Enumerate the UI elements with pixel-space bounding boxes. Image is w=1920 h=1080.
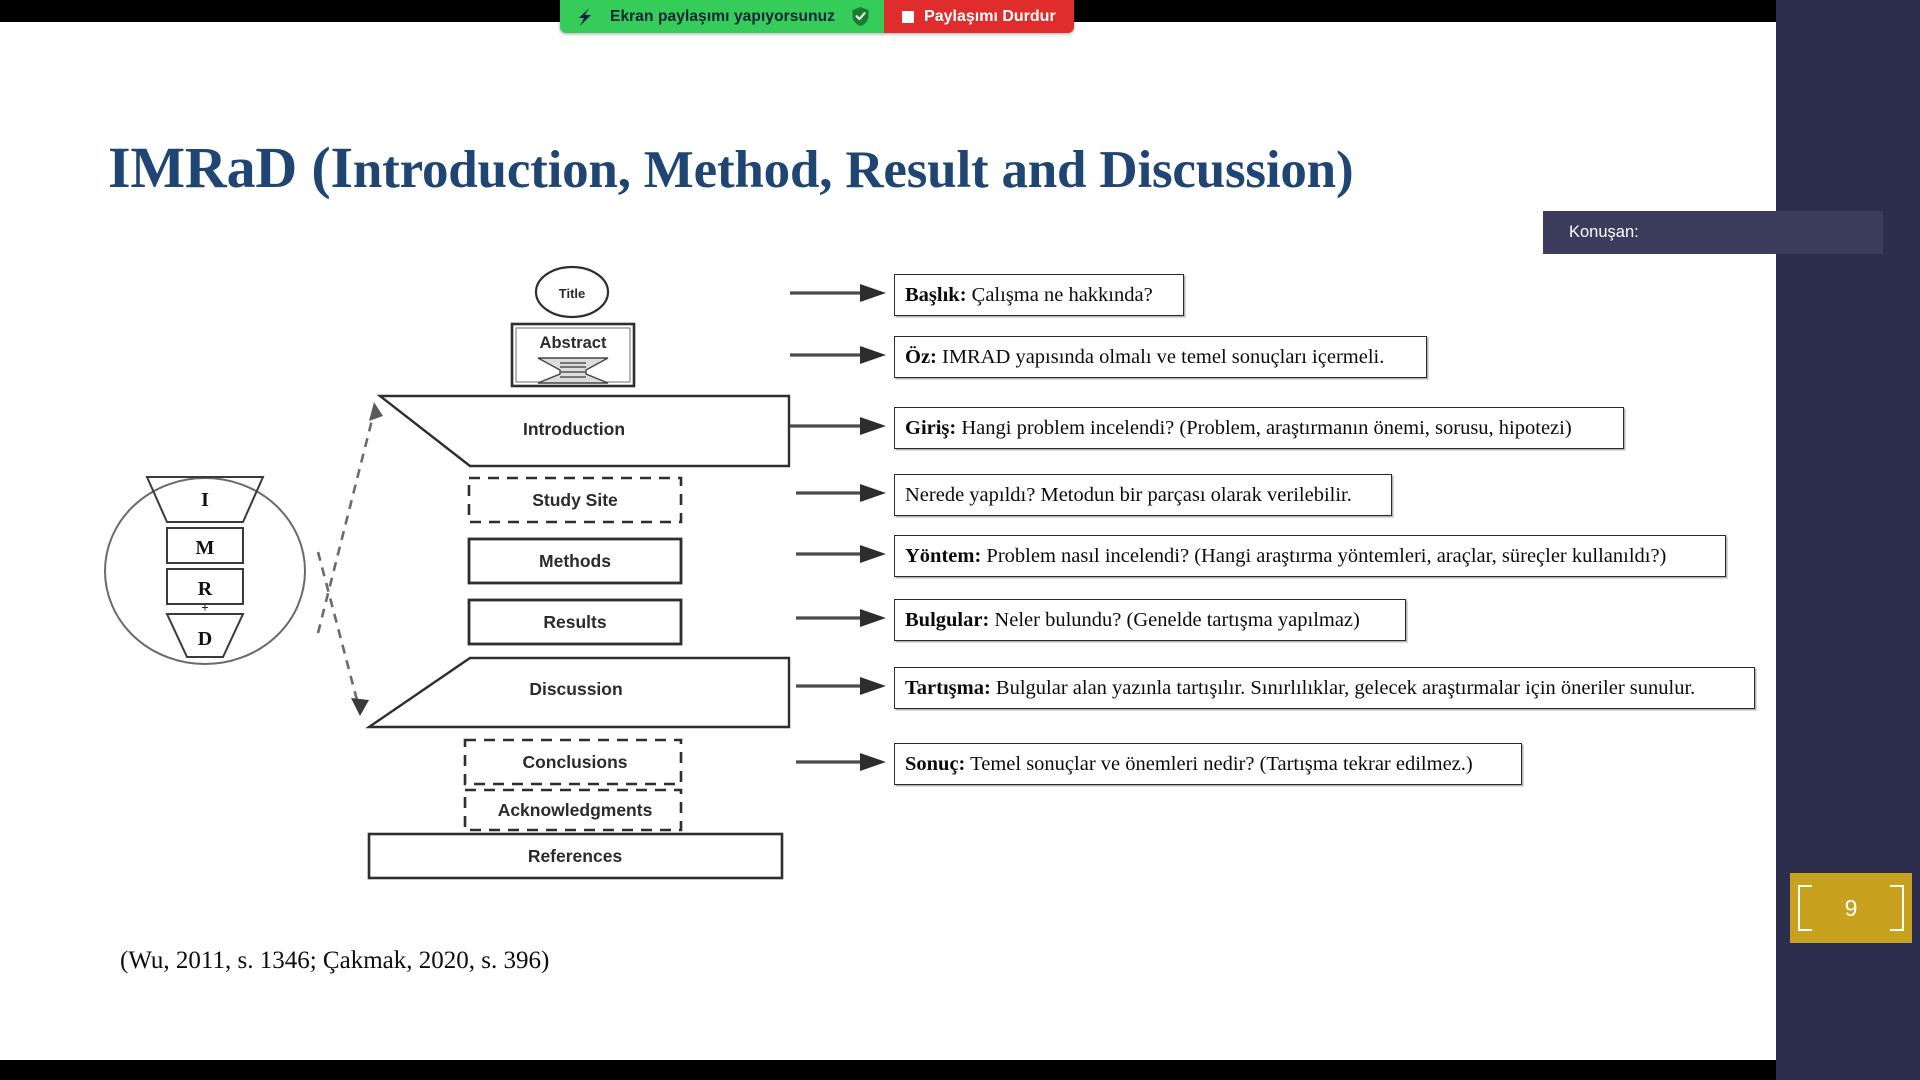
shape-introduction	[376, 394, 791, 468]
shape-abstract-label: Abstract	[540, 334, 607, 352]
shape-conclusions	[463, 738, 683, 786]
bracket-right-icon	[1890, 885, 1904, 931]
callout-yontem-bold: Yöntem:	[905, 544, 982, 567]
oval-shape-i	[145, 476, 265, 523]
shape-methods-label: Methods	[539, 551, 611, 571]
oval-letter-r: R	[198, 578, 213, 600]
shape-methods	[467, 537, 683, 585]
callout-giris-bold: Giriş:	[905, 416, 957, 439]
page-title-rest: ntroduction, Method, Result and Discussi…	[352, 141, 1354, 199]
shape-title-label: Title	[559, 286, 586, 301]
callout-sonuc: Sonuç: Temel sonuçlar ve önemleri nedir?…	[894, 743, 1522, 785]
callout-bulgular-bold: Bulgular:	[905, 608, 990, 631]
stop-sharing-label: Paylaşımı Durdur	[924, 7, 1056, 25]
stop-sharing-button[interactable]: Paylaşımı Durdur	[884, 0, 1074, 33]
callout-arrows	[790, 291, 862, 764]
oval-shape-r	[166, 568, 244, 605]
slide-page-number: 9	[1844, 894, 1858, 921]
abstract-hourglass-icon	[537, 357, 609, 384]
callout-bulgular-text: Neler bulundu? (Genelde tartışma yapılma…	[989, 608, 1360, 631]
oval-shape-d	[165, 613, 245, 658]
callout-oz: Öz: IMRAD yapısında olmalı ve temel sonu…	[894, 336, 1427, 378]
callout-giris-text: Hangi problem incelendi? (Problem, araşt…	[956, 416, 1572, 439]
callout-tartisma: Tartışma: Bulgular alan yazınla tartışıl…	[894, 667, 1755, 709]
oval-shape-m	[166, 527, 244, 564]
callout-sonuc-bold: Sonuç:	[905, 752, 966, 775]
slide-page-badge: 9	[1790, 873, 1912, 943]
shape-study-site	[467, 476, 683, 524]
shape-results-label: Results	[543, 612, 606, 632]
callout-yontem: Yöntem: Problem nasıl incelendi? (Hangi …	[894, 535, 1726, 577]
dashed-arrowhead-down	[351, 698, 369, 716]
callout-yontem-text: Problem nasıl incelendi? (Hangi araştırm…	[981, 544, 1667, 567]
shape-references	[367, 832, 784, 880]
shape-introduction-label: Introduction	[523, 419, 625, 439]
bracket-left-icon	[1798, 885, 1812, 931]
shape-references-label: References	[528, 846, 623, 866]
callout-baslik-bold: Başlık:	[905, 283, 967, 306]
bolt-icon	[576, 7, 594, 27]
callout-sonuc-text: Temel sonuçlar ve önemleri nedir? (Tartı…	[965, 752, 1473, 775]
shape-study-site-label: Study Site	[532, 490, 618, 510]
slide-canvas: IMRaD (Introduction, Method, Result and …	[0, 22, 1776, 1060]
dashed-arrow-down	[316, 551, 360, 705]
shape-conclusions-label: Conclusions	[522, 752, 627, 772]
callout-baslik: Başlık: Çalışma ne hakkında?	[894, 274, 1184, 316]
callout-nerede: Nerede yapıldı? Metodun bir parçası olar…	[894, 474, 1392, 516]
active-speaker-label: Konuşan:	[1569, 223, 1639, 241]
callout-baslik-text: Çalışma ne hakkında?	[966, 283, 1153, 306]
dashed-arrow-up	[316, 411, 376, 634]
shield-check-icon[interactable]	[851, 6, 870, 27]
active-speaker-chip: Konuşan:	[1543, 211, 1883, 254]
callout-giris: Giriş: Hangi problem incelendi? (Problem…	[894, 407, 1624, 449]
shape-results	[467, 598, 683, 646]
page-title-lead: IMRaD (I	[108, 135, 353, 200]
oval-letter-d: D	[198, 628, 212, 650]
callout-tartisma-text: Bulgular alan yazınla tartışılır. Sınırl…	[990, 676, 1696, 699]
shape-acknowledgments	[463, 788, 683, 832]
share-status-text: Ekran paylaşımı yapıyorsunuz	[610, 7, 836, 25]
shape-discussion	[365, 656, 791, 729]
callout-oz-text: IMRAD yapısında olmalı ve temel sonuçlar…	[936, 345, 1385, 368]
share-status-area: Ekran paylaşımı yapıyorsunuz	[560, 0, 885, 33]
page-title: IMRaD (Introduction, Method, Result and …	[108, 134, 1608, 201]
callout-tartisma-bold: Tartışma:	[905, 676, 991, 699]
citation-text: (Wu, 2011, s. 1346; Çakmak, 2020, s. 396…	[120, 947, 550, 974]
callout-bulgular: Bulgular: Neler bulundu? (Genelde tartış…	[894, 599, 1406, 641]
callout-oz-bold: Öz:	[905, 345, 937, 368]
shape-discussion-label: Discussion	[529, 679, 622, 699]
shape-acknowledgments-label: Acknowledgments	[498, 800, 653, 820]
dashed-arrowhead-up	[369, 402, 383, 421]
screen-share-toolbar[interactable]: Ekran paylaşımı yapıyorsunuz Paylaşımı D…	[560, 0, 1074, 33]
callout-nerede-text: Nerede yapıldı? Metodun bir parçası olar…	[905, 483, 1352, 506]
oval-letter-i: I	[201, 489, 209, 511]
oval-letter-m: M	[196, 537, 215, 559]
imrad-diagram: I M R + D Title Abstract	[0, 22, 1776, 1060]
stop-square-icon	[902, 10, 915, 23]
oval-letter-plus: +	[201, 600, 208, 615]
shape-title	[534, 265, 610, 319]
